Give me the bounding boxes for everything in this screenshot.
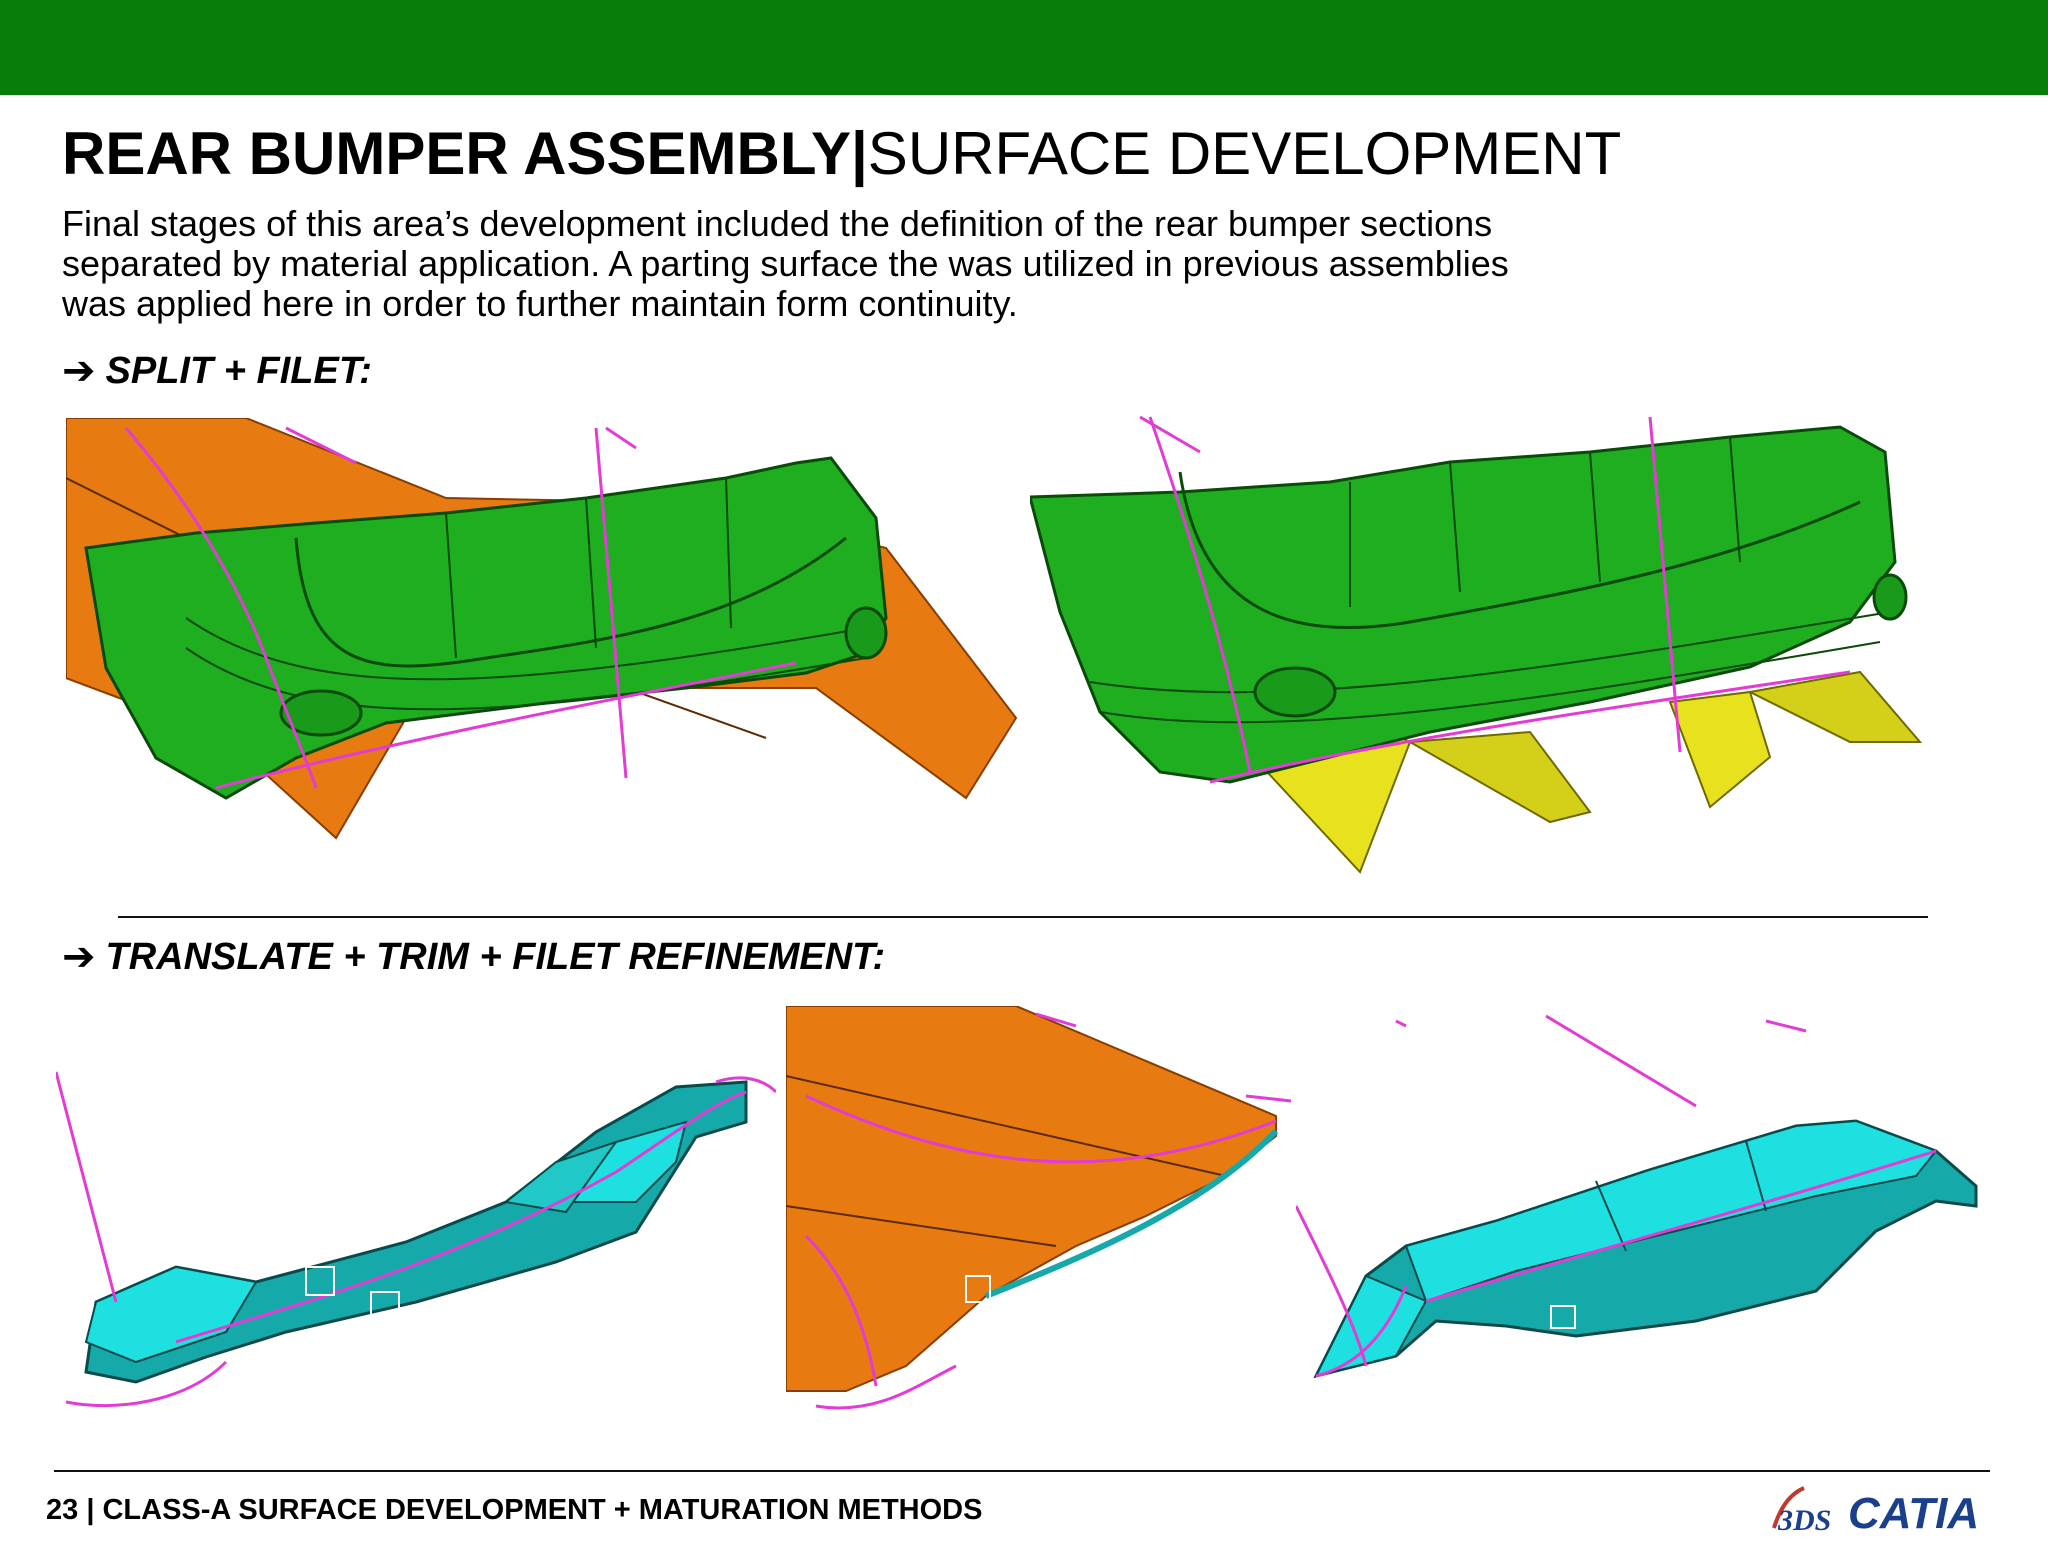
footer-page-label: 23 | CLASS-A SURFACE DEVELOPMENT + MATUR… [46, 1494, 983, 1526]
section-label: TRANSLATE + TRIM + FILET REFINEMENT: [105, 935, 886, 978]
title-sub: SURFACE DEVELOPMENT [867, 120, 1622, 187]
title-separator: | [851, 120, 868, 187]
svg-text:3DS: 3DS [1777, 1504, 1831, 1537]
section-label: SPLIT + FILET: [105, 349, 372, 392]
arrow-right-icon: ➔ [62, 935, 96, 979]
header-bar [0, 0, 2048, 95]
figure-split-filet-right [1030, 412, 1930, 892]
footer-divider [54, 1470, 1990, 1472]
intro-paragraph: Final stages of this area’s development … [62, 204, 1782, 324]
section-divider [118, 916, 1928, 918]
slide-title: REAR BUMPER ASSEMBLY|SURFACE DEVELOPMENT [62, 118, 1621, 190]
figure-translate-left [56, 1002, 776, 1422]
intro-line: Final stages of this area’s development … [62, 203, 1493, 244]
intro-line: separated by material application. A par… [62, 243, 1509, 284]
figure-split-filet-left [66, 418, 1026, 890]
section-heading-split-filet: ➔ SPLIT + FILET: [62, 348, 372, 394]
title-main: REAR BUMPER ASSEMBLY [62, 120, 851, 187]
arrow-right-icon: ➔ [62, 349, 96, 393]
catia-logo: 3DS CATIA [1770, 1478, 2010, 1540]
figure-translate-right [1296, 1006, 1986, 1426]
svg-text:CATIA: CATIA [1848, 1489, 1979, 1538]
3ds-mark-icon: 3DS [1772, 1486, 1831, 1537]
section-heading-translate-trim: ➔ TRANSLATE + TRIM + FILET REFINEMENT: [62, 934, 885, 980]
intro-line: was applied here in order to further mai… [62, 283, 1018, 324]
figure-translate-center [786, 1006, 1296, 1426]
